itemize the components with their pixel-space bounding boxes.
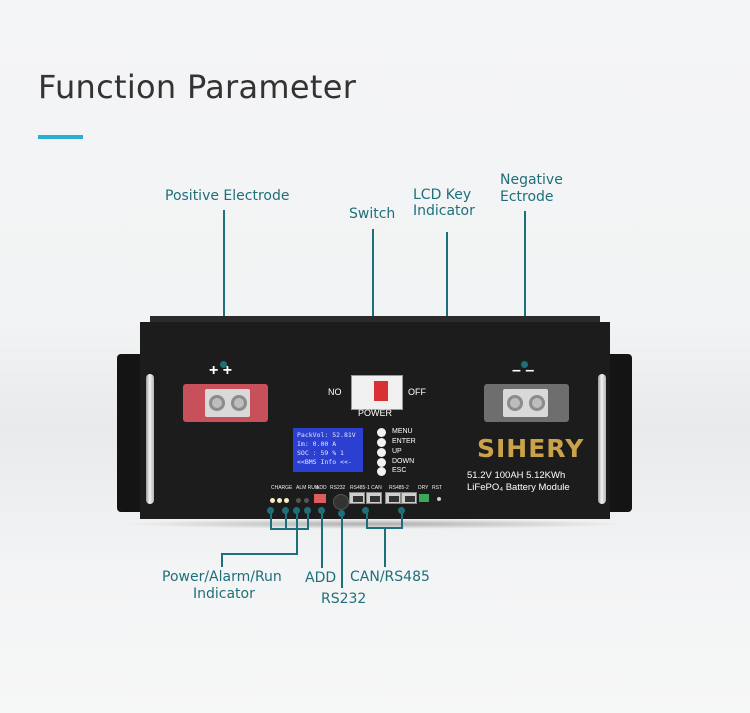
leader-dot-led-1	[267, 507, 274, 514]
lcd-line: PackVol: 52.81V	[297, 431, 356, 439]
callout-lcd-key-line1: LCD Key	[413, 187, 472, 203]
alm-run-label: ALM RUN	[296, 485, 319, 491]
negative-bolt-1	[507, 395, 523, 411]
enter-key[interactable]	[377, 438, 386, 447]
callout-rs232: RS232	[321, 591, 367, 607]
rs485-2-port-b	[401, 492, 417, 504]
menu-key[interactable]	[377, 428, 386, 437]
leader-led-2	[285, 512, 287, 529]
leader-negative	[524, 211, 526, 363]
positive-bolt-2	[231, 395, 247, 411]
callout-add: ADD	[305, 570, 337, 586]
leader-dot-led-4	[304, 507, 311, 514]
leader-rs232	[341, 515, 343, 588]
title-underline	[38, 135, 83, 139]
leader-dot-rs232	[338, 510, 345, 517]
rs485-can-label: RS485-1 CAN	[350, 485, 382, 491]
up-key-label: UP	[392, 448, 402, 455]
rs232-port	[333, 494, 349, 510]
lcd-display: PackVol: 52.81V Im: 0.00 A SOC : 59 % 1 …	[293, 428, 363, 472]
leader-dot-add	[318, 507, 325, 514]
esc-key[interactable]	[377, 467, 386, 476]
spec-line-2: LiFePO₄ Battery Module	[467, 482, 570, 493]
right-handle	[598, 374, 606, 504]
run-led	[304, 498, 309, 503]
leader-rs485	[401, 512, 403, 528]
down-key-label: DOWN	[392, 458, 415, 465]
lcd-line: <<BMS Info <<-	[297, 458, 352, 466]
positive-bolt-1	[209, 395, 225, 411]
add-dip-switch[interactable]	[314, 494, 326, 503]
battery-top-edge	[150, 316, 600, 324]
reset-button[interactable]	[437, 497, 441, 501]
leader-led-1	[270, 512, 272, 529]
spec-line-1: 51.2V 100AH 5.12KWh	[467, 470, 566, 481]
callout-positive-electrode: Positive Electrode	[165, 188, 290, 204]
page-title: Function Parameter	[38, 68, 357, 106]
battery-shadow	[120, 519, 630, 529]
leader-led-4	[307, 512, 309, 529]
leader-led-bar	[270, 528, 309, 530]
leader-can-drop	[384, 527, 386, 567]
power-switch-toggle[interactable]	[374, 381, 388, 401]
switch-no-label: NO	[328, 387, 342, 397]
callout-indicator-line1: Power/Alarm/Run	[162, 569, 282, 585]
charge-led-3	[284, 498, 289, 503]
leader-led-drop	[296, 528, 298, 554]
switch-power-label: POWER	[358, 408, 393, 418]
rst-label: RST	[432, 485, 442, 491]
leader-add	[321, 512, 323, 568]
callout-can-rs485: CAN/RS485	[350, 569, 430, 585]
dry-label: DRY	[418, 485, 429, 491]
leader-led-final	[221, 553, 223, 567]
leader-led-horizontal	[221, 553, 298, 555]
leader-positive	[223, 210, 225, 363]
leader-switch	[372, 229, 374, 367]
up-key[interactable]	[377, 448, 386, 457]
callout-negative-line2: Ectrode	[500, 189, 554, 205]
rs485-1-port	[349, 492, 365, 504]
negative-bolt-2	[529, 395, 545, 411]
alarm-led	[296, 498, 301, 503]
leader-dot-can	[362, 507, 369, 514]
leader-dot-led-2	[282, 507, 289, 514]
enter-key-label: ENTER	[392, 438, 416, 445]
rs485-2-label: RS485-2	[389, 485, 409, 491]
callout-negative-line1: Negative	[500, 172, 563, 188]
charge-led-2	[277, 498, 282, 503]
brand-logo: SIHERY	[477, 434, 585, 463]
lcd-line: Im: 0.00 A	[297, 440, 337, 448]
callout-lcd-key-line2: Indicator	[413, 203, 475, 219]
down-key[interactable]	[377, 458, 386, 467]
left-handle	[146, 374, 154, 504]
lcd-line: SOC : 59 % 1	[297, 449, 344, 457]
menu-key-label: MENU	[392, 428, 413, 435]
leader-can	[366, 512, 368, 528]
rs485-2-port-a	[385, 492, 401, 504]
leader-dot-rs485	[398, 507, 405, 514]
esc-key-label: ESC	[392, 467, 407, 474]
rs232-label: RS232	[330, 485, 346, 491]
leader-dot-led-3	[293, 507, 300, 514]
negative-sign: – –	[512, 362, 535, 379]
leader-led-3	[296, 512, 298, 529]
add-label: ADD	[316, 485, 327, 491]
charge-label: CHARGE	[271, 485, 293, 491]
dry-contact	[419, 494, 429, 502]
can-port	[366, 492, 382, 504]
leader-dot-positive	[220, 361, 227, 368]
callout-switch: Switch	[349, 206, 396, 222]
callout-indicator-line2: Indicator	[193, 586, 255, 602]
switch-off-label: OFF	[408, 387, 426, 397]
leader-dot-negative	[521, 361, 528, 368]
charge-led-1	[270, 498, 275, 503]
